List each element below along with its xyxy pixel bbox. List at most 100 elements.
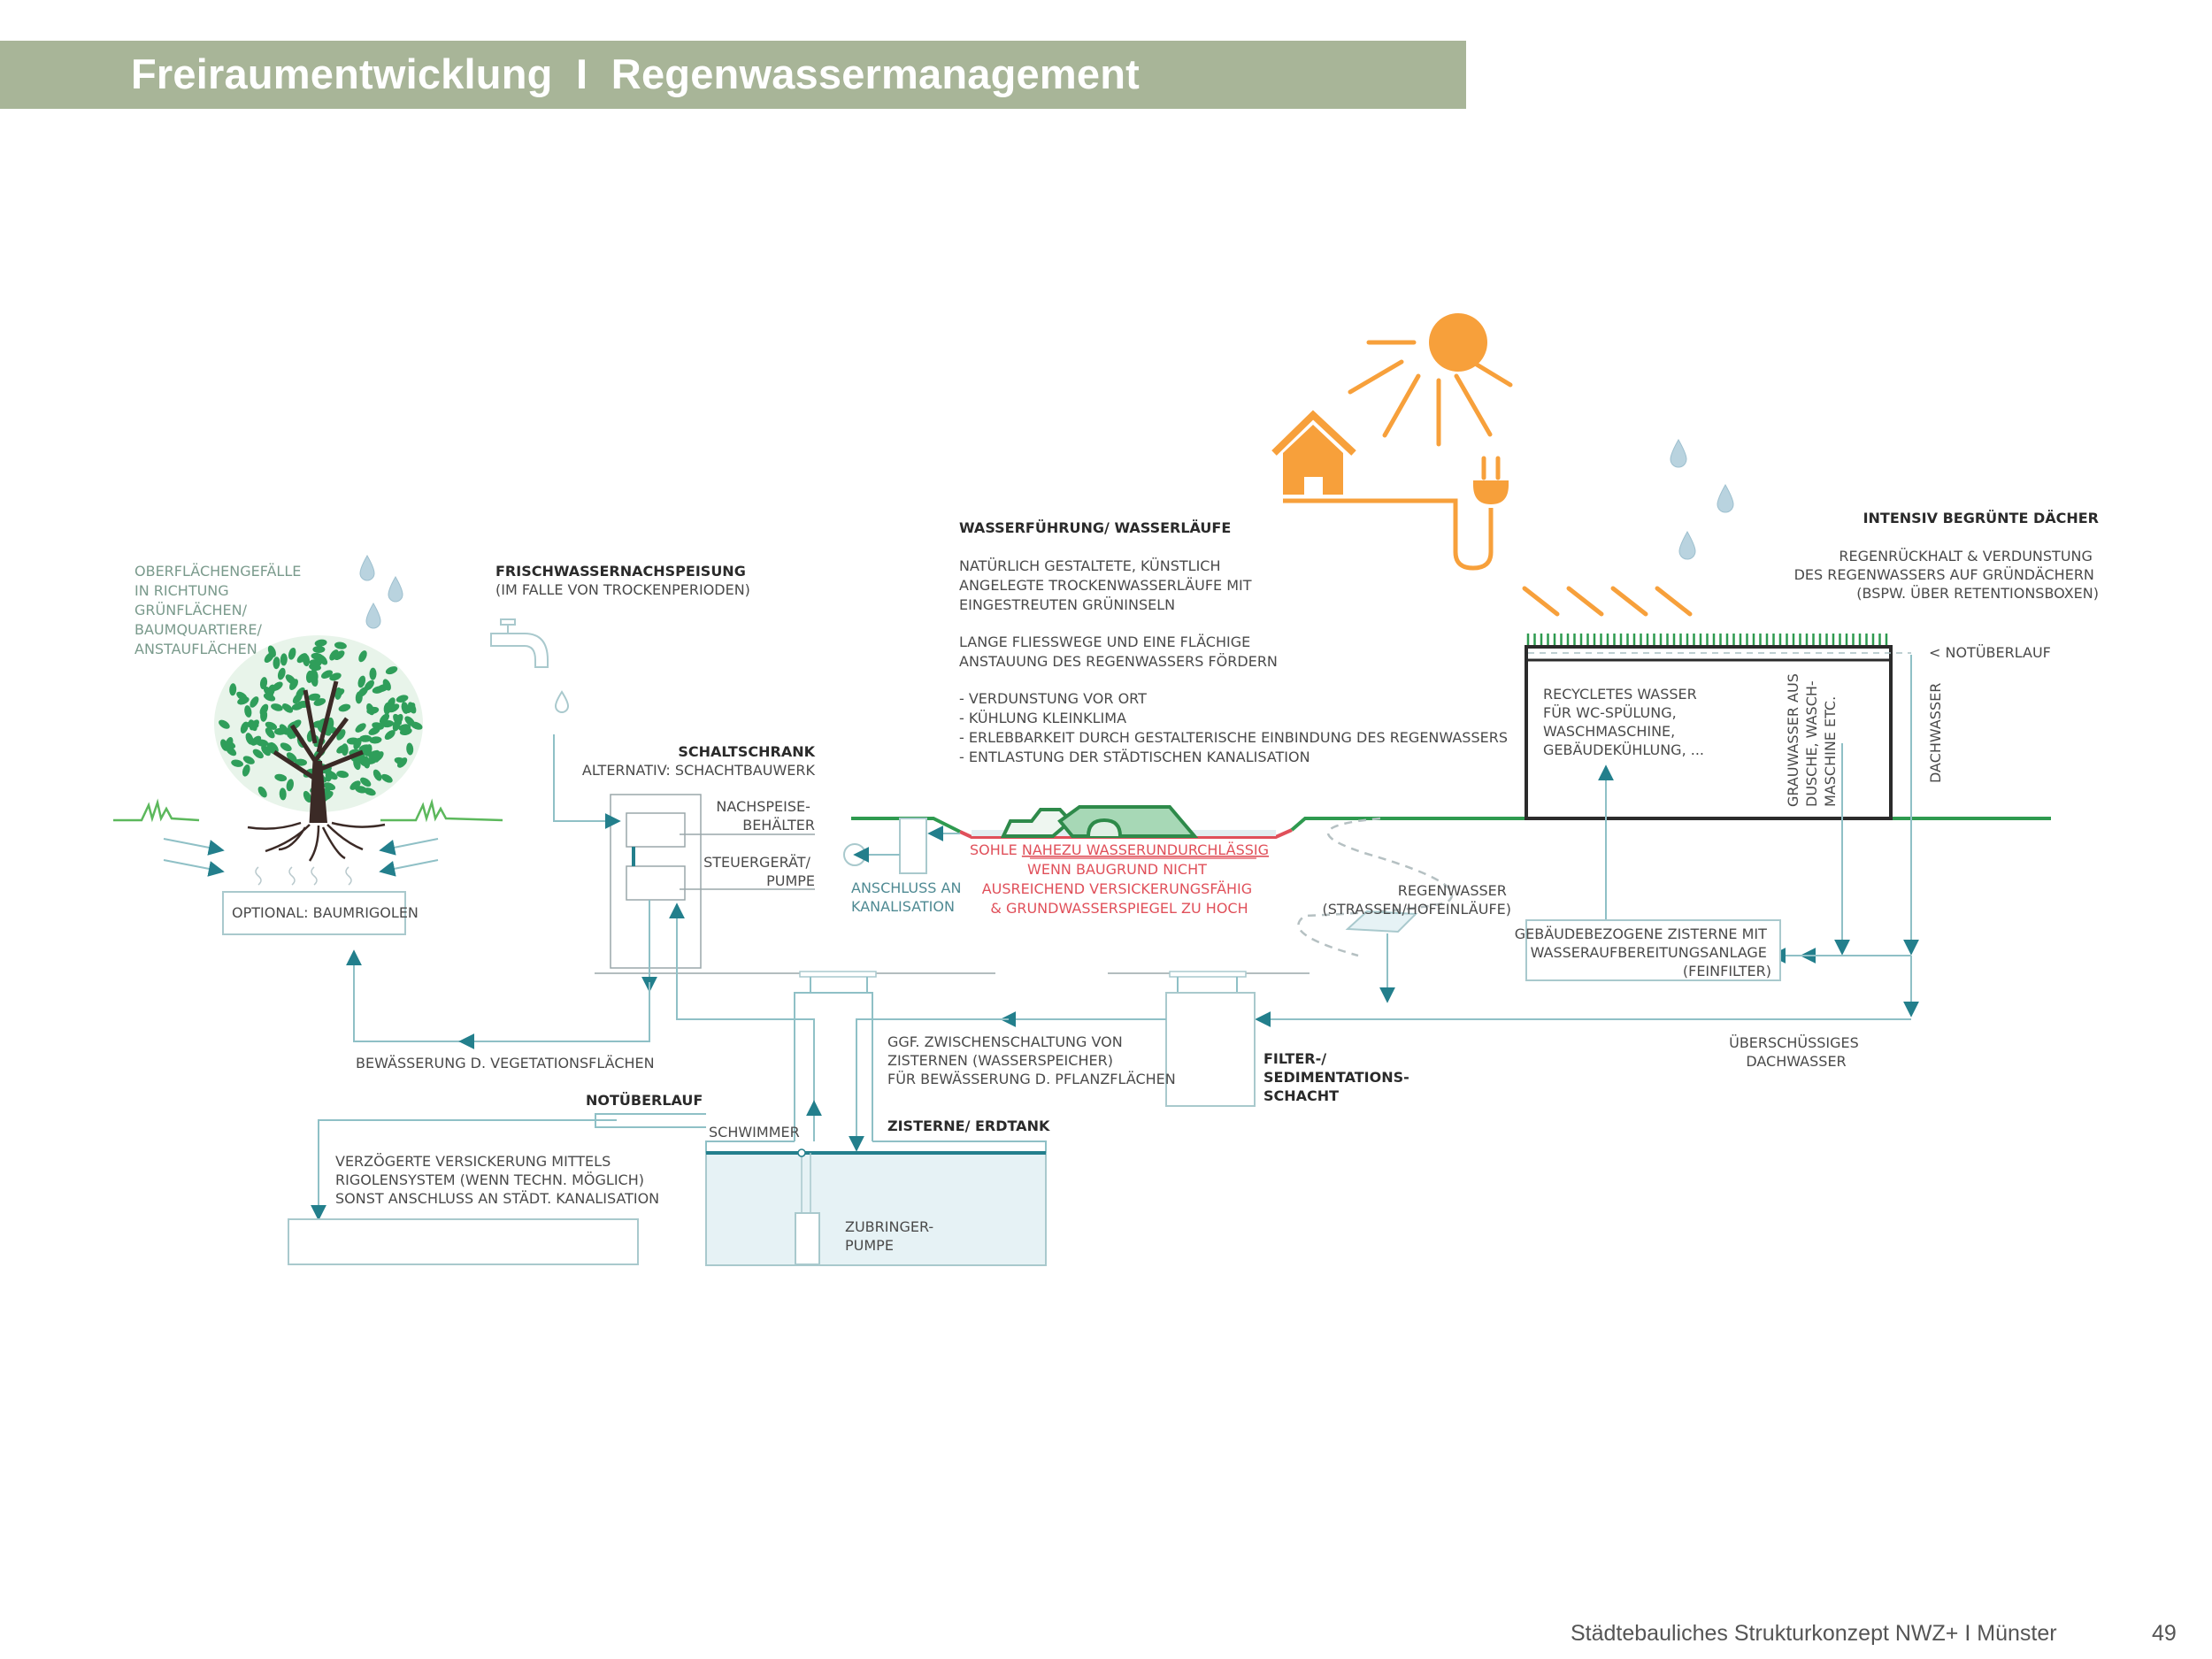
- schwimmer-label: SCHWIMMER: [709, 1124, 800, 1141]
- float-icon: [797, 1148, 806, 1157]
- house-icon: [1271, 410, 1356, 456]
- leaf: [291, 703, 304, 710]
- gebaeude-zisterne-box: [1525, 919, 1781, 981]
- wasserfuehrung-para2: LANGE FLIESSWEGE UND EINE FLÄCHIGE ANSTA…: [959, 634, 1278, 670]
- baumrigolen-box: [222, 891, 406, 935]
- leaf: [334, 650, 345, 661]
- roof-overflow-label: < NOTÜBERLAUF: [1929, 644, 2051, 661]
- leaf: [387, 697, 396, 710]
- leaf: [336, 744, 348, 754]
- leaf: [359, 734, 373, 742]
- leaf: [309, 659, 322, 667]
- wasserfuehrung-para1: NATÜRLICH GESTALTETE, KÜNSTLICH ANGELEGT…: [959, 557, 1256, 613]
- nachspeise-label: NACHSPEISE- BEHÄLTER: [716, 798, 815, 833]
- leaf: [274, 773, 288, 782]
- leaf: [271, 703, 283, 711]
- leaf: [296, 687, 305, 699]
- sohle-label: SOHLE NAHEZU WASSERUNDURCHLÄSSIG: [970, 841, 1269, 858]
- page-title: Freiraumentwicklung I Regenwassermanagem…: [131, 50, 1140, 97]
- leaf: [295, 758, 307, 766]
- steuergeraet-pumpe: [626, 865, 686, 901]
- roof-text: REGENRÜCKHALT & VERDUNSTUNG DES REGENWAS…: [1794, 548, 2099, 602]
- cistern-water: [705, 1152, 1047, 1266]
- bewaesserung-label: BEWÄSSERUNG D. VEGETATIONSFLÄCHEN: [356, 1055, 655, 1071]
- wasserfuehrung-text: WASSERFÜHRUNG/ WASSERLÄUFE NATÜRLICH GES…: [959, 519, 1508, 765]
- leaf: [252, 749, 264, 759]
- leaf: [366, 703, 375, 716]
- leaf: [406, 742, 414, 756]
- zisterne-label: ZISTERNE/ ERDTANK: [887, 1118, 1050, 1134]
- leaf: [396, 695, 409, 703]
- grass-icon: [113, 798, 503, 823]
- rigolen-box: [288, 1218, 639, 1265]
- gebaeude-zisterne-label: GEBÄUDEBEZOGENE ZISTERNE MIT WASSERAUFBE…: [1515, 926, 1771, 979]
- leaf: [384, 730, 396, 741]
- sun-icon: [1429, 313, 1487, 372]
- wasserfuehrung-title: WASSERFÜHRUNG/ WASSERLÄUFE: [959, 519, 1231, 536]
- leaf: [280, 742, 292, 752]
- leaf: [245, 733, 254, 745]
- footer-document-title: Städtebauliches Strukturkonzept NWZ+ I M…: [1571, 1621, 2057, 1646]
- leaf: [263, 693, 276, 702]
- leaf: [392, 718, 401, 732]
- leaf: [273, 657, 280, 670]
- leaf: [286, 779, 294, 792]
- leaf: [267, 645, 276, 657]
- leaf: [279, 787, 287, 801]
- leaf: [399, 727, 412, 736]
- underground-network: FILTER-/ SEDIMENTATIONS- SCHACHT GGF. ZW…: [288, 900, 1911, 1266]
- inflow-arrows: [163, 838, 439, 877]
- leaf: [329, 672, 342, 681]
- frischwasser-pipe: [553, 734, 621, 829]
- kanalisation-shaft: [899, 818, 927, 874]
- ueberschuessig-label: ÜBERSCHÜSSIGES DACHWASSER: [1729, 1034, 1863, 1070]
- grauwasser-label: GRAUWASSER AUS DUSCHE, WASCH- MASCHINE E…: [1785, 669, 1839, 807]
- zubringer-label: ZUBRINGER- PUMPE: [845, 1218, 938, 1254]
- leaf: [219, 719, 230, 729]
- leaf: [286, 752, 297, 763]
- roof-title: INTENSIV BEGRÜNTE DÄCHER: [1863, 510, 2099, 526]
- baumrigolen-label: OPTIONAL: BAUMRIGOLEN: [232, 904, 419, 921]
- leaf: [246, 721, 259, 729]
- leaf: [353, 737, 362, 750]
- leaf: [373, 769, 382, 781]
- leaf: [312, 646, 326, 653]
- leaf: [277, 667, 286, 680]
- leaf: [318, 654, 328, 665]
- leaf: [355, 723, 366, 733]
- frischwasser-subtitle: (IM FALLE VON TROCKENPERIODEN): [495, 581, 750, 598]
- leaf: [260, 709, 268, 722]
- leaf: [314, 639, 327, 647]
- leaf: [303, 790, 312, 803]
- water-tap-icon: [490, 618, 570, 713]
- page-number: 49: [2152, 1621, 2177, 1646]
- leaf: [273, 727, 287, 735]
- kanalisation-label: ANSCHLUSS AN KANALISATION: [851, 879, 966, 915]
- leaf: [355, 786, 367, 794]
- power-cable: [1283, 498, 1494, 571]
- leaf: [281, 703, 294, 713]
- surface-slope-note: OBERFLÄCHENGEFÄLLE IN RICHTUNG GRÜNFLÄCH…: [134, 563, 305, 657]
- raindrop-icon: [359, 554, 403, 629]
- leaf: [250, 735, 262, 746]
- filter-shaft: [1165, 992, 1256, 1107]
- leaf: [379, 713, 390, 725]
- nachspeise-behaelter: [626, 812, 686, 848]
- frischwasser-title: FRISCHWASSERNACHSPEISUNG: [495, 563, 746, 580]
- zubringer-pumpe: [795, 1212, 820, 1265]
- leaf: [397, 757, 408, 768]
- leaf: [380, 773, 393, 783]
- leaf: [229, 683, 237, 696]
- leaf: [250, 696, 259, 708]
- leaf: [385, 666, 398, 675]
- tree-icon: [214, 635, 423, 862]
- street-inlet-icon: [1345, 910, 1418, 933]
- green-roof-vegetation: [1526, 634, 1888, 647]
- raindrop-icon: [1670, 438, 1734, 560]
- leaf: [360, 777, 372, 787]
- schaltschrank-title: SCHALTSCHRANK: [678, 743, 815, 760]
- leaf: [305, 670, 314, 683]
- filter-label: FILTER-/ SEDIMENTATIONS- SCHACHT: [1263, 1050, 1414, 1104]
- leaf: [242, 764, 250, 777]
